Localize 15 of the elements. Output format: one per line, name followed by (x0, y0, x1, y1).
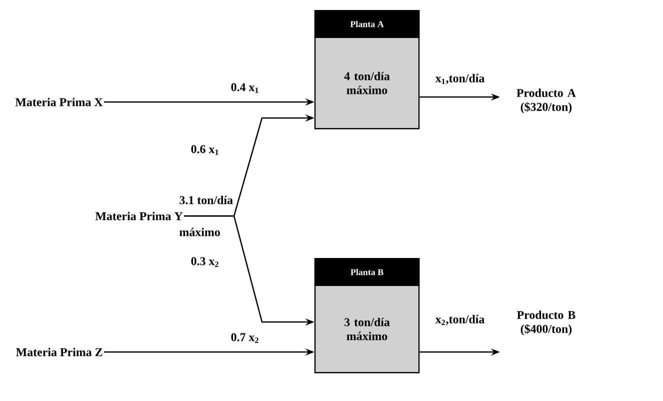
source-label: Materia Prima Y (95, 212, 183, 220)
product-label: Producto B ($400/ton) (516, 310, 576, 336)
edge-label: 0.7 x$_{2}$ (230, 332, 260, 344)
process-box: Planta B 3 ton/día máximo (314, 258, 420, 374)
source-label: Materia Prima X (15, 98, 103, 106)
capacity-label: máximo (180, 228, 220, 236)
edge-label: x$_{1}$,ton/día (434, 72, 486, 86)
process-box: Planta A 4 ton/día máximo (314, 10, 420, 130)
product-label: Producto A ($320/ton) (516, 88, 576, 114)
edge-label: x$_{2}$,ton/día (434, 314, 486, 326)
edge-label: 0.6 x$_{1}$ (190, 144, 220, 156)
source-label: Materia Prima Z (16, 348, 102, 356)
capacity-label: 3.1 ton/día (180, 196, 233, 204)
edge-label: 0.3 x$_{2}$ (190, 256, 220, 268)
edge-label: 0.4 x$_{1}$ (230, 82, 260, 94)
